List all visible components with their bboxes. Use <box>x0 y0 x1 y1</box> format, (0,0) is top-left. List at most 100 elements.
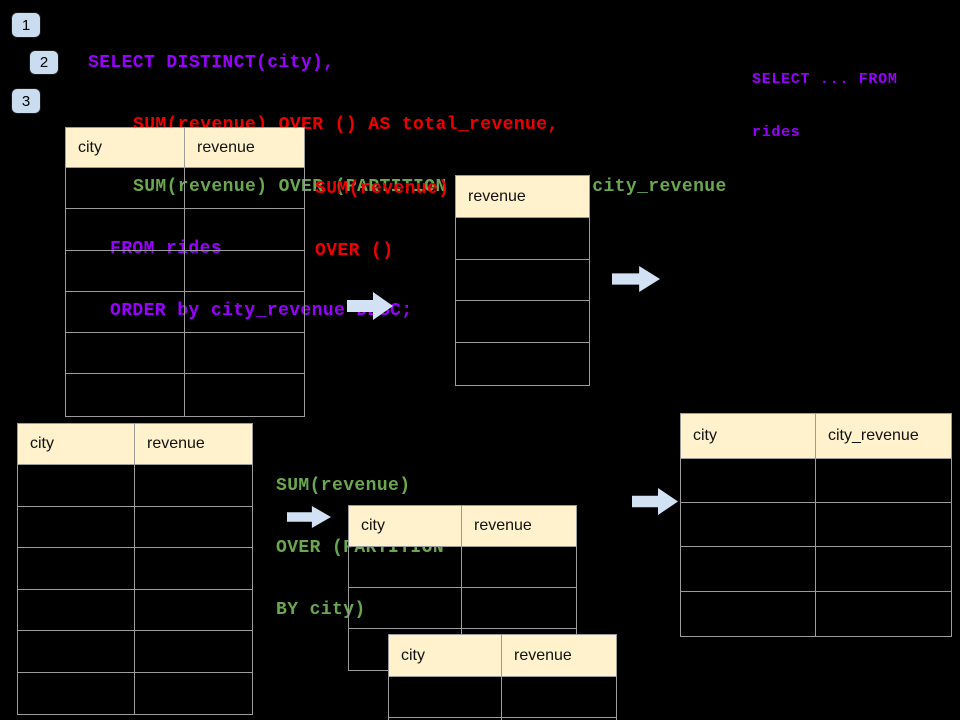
table-cell <box>185 374 304 415</box>
table-cell <box>66 291 185 333</box>
table-cell <box>389 677 502 717</box>
table-row <box>456 218 589 260</box>
table-cell <box>462 588 576 628</box>
table-row <box>18 589 252 631</box>
table-cell <box>135 673 252 715</box>
table-cell <box>185 333 304 373</box>
table-row <box>681 547 951 592</box>
sql-code-block: SELECT DISTINCT(city), SUM(revenue) OVER… <box>88 12 727 362</box>
table-cell <box>456 218 589 259</box>
table-cell <box>185 251 304 291</box>
table-header-row: revenue <box>456 176 589 218</box>
side-sql-line-2: rides <box>752 124 801 141</box>
right-arrow-icon <box>347 292 393 320</box>
table-cell <box>18 506 135 547</box>
table-cell <box>456 343 589 385</box>
column-header-revenue: revenue <box>456 176 589 217</box>
table-row <box>66 374 304 416</box>
column-header-revenue: revenue <box>462 506 576 546</box>
table-cell <box>349 547 462 587</box>
table-cell <box>816 459 951 502</box>
table-row <box>456 260 589 302</box>
right-arrow-icon <box>612 266 660 292</box>
right-arrow-icon <box>632 488 678 515</box>
sql-side-snippet: SELECT ... FROM rides <box>752 36 898 176</box>
table-cell <box>681 547 816 591</box>
table-row <box>18 631 252 673</box>
right-arrow-icon <box>287 506 331 528</box>
step-2-badge: 2 <box>29 50 59 75</box>
table-row <box>681 591 951 636</box>
table-row <box>456 343 589 385</box>
table-row <box>18 548 252 590</box>
table-row <box>349 588 576 629</box>
table-row <box>18 672 252 715</box>
table-cell <box>681 591 816 636</box>
table-cell <box>135 548 252 589</box>
table-row <box>66 333 304 375</box>
step-3-badge: 3 <box>11 88 41 114</box>
table-row <box>18 506 252 548</box>
partition-annotation-line-1: SUM(revenue) <box>276 476 411 496</box>
table-row <box>389 718 616 720</box>
table-cell <box>135 590 252 631</box>
column-header-city: city <box>66 128 185 167</box>
table-cell <box>66 250 185 291</box>
sql-from-line: FROM rides <box>110 239 223 259</box>
table-row <box>349 547 576 588</box>
table-row <box>66 291 304 334</box>
total-annotation-line-2: OVER () <box>315 241 394 261</box>
step-1-badge: 1 <box>11 12 41 38</box>
table-cell <box>456 260 589 301</box>
table-cell <box>462 547 576 587</box>
column-header-city_revenue: city_revenue <box>816 414 951 458</box>
column-header-city: city <box>349 506 462 546</box>
column-header-city: city <box>389 635 502 676</box>
table-cell <box>185 168 304 208</box>
table-cell <box>816 503 951 546</box>
table-cell <box>135 507 252 548</box>
table-cell <box>502 677 616 717</box>
table-row <box>66 168 304 210</box>
column-header-city: city <box>18 424 135 464</box>
table-cell <box>681 503 816 547</box>
total-annotation-line-1: SUM(revenue) <box>315 179 450 199</box>
table-cell <box>349 588 462 628</box>
table-cell <box>18 548 135 589</box>
table-cell <box>185 292 304 332</box>
table-cell <box>816 547 951 590</box>
table-cell <box>18 589 135 630</box>
table-cell <box>185 209 304 249</box>
sql-select-line: SELECT DISTINCT(city), <box>88 53 335 73</box>
table-row <box>456 301 589 344</box>
column-header-revenue: revenue <box>185 128 304 167</box>
table-cell <box>135 465 252 506</box>
table-cell <box>66 374 185 416</box>
table-row <box>66 209 304 251</box>
table-cell <box>18 631 135 672</box>
table-row <box>681 503 951 548</box>
table-row <box>18 465 252 507</box>
column-header-revenue: revenue <box>502 635 616 676</box>
table-cell <box>66 333 185 374</box>
column-header-city: city <box>681 414 816 458</box>
total-window-annotation: SUM(revenue) OVER () <box>315 138 449 302</box>
table-cell <box>456 301 589 342</box>
table-cell <box>66 209 185 250</box>
table-cell <box>816 592 951 636</box>
table-cell <box>66 168 185 209</box>
table-cell <box>18 465 135 506</box>
table-row <box>389 677 616 718</box>
table-row <box>66 250 304 292</box>
table-cell <box>18 672 135 714</box>
